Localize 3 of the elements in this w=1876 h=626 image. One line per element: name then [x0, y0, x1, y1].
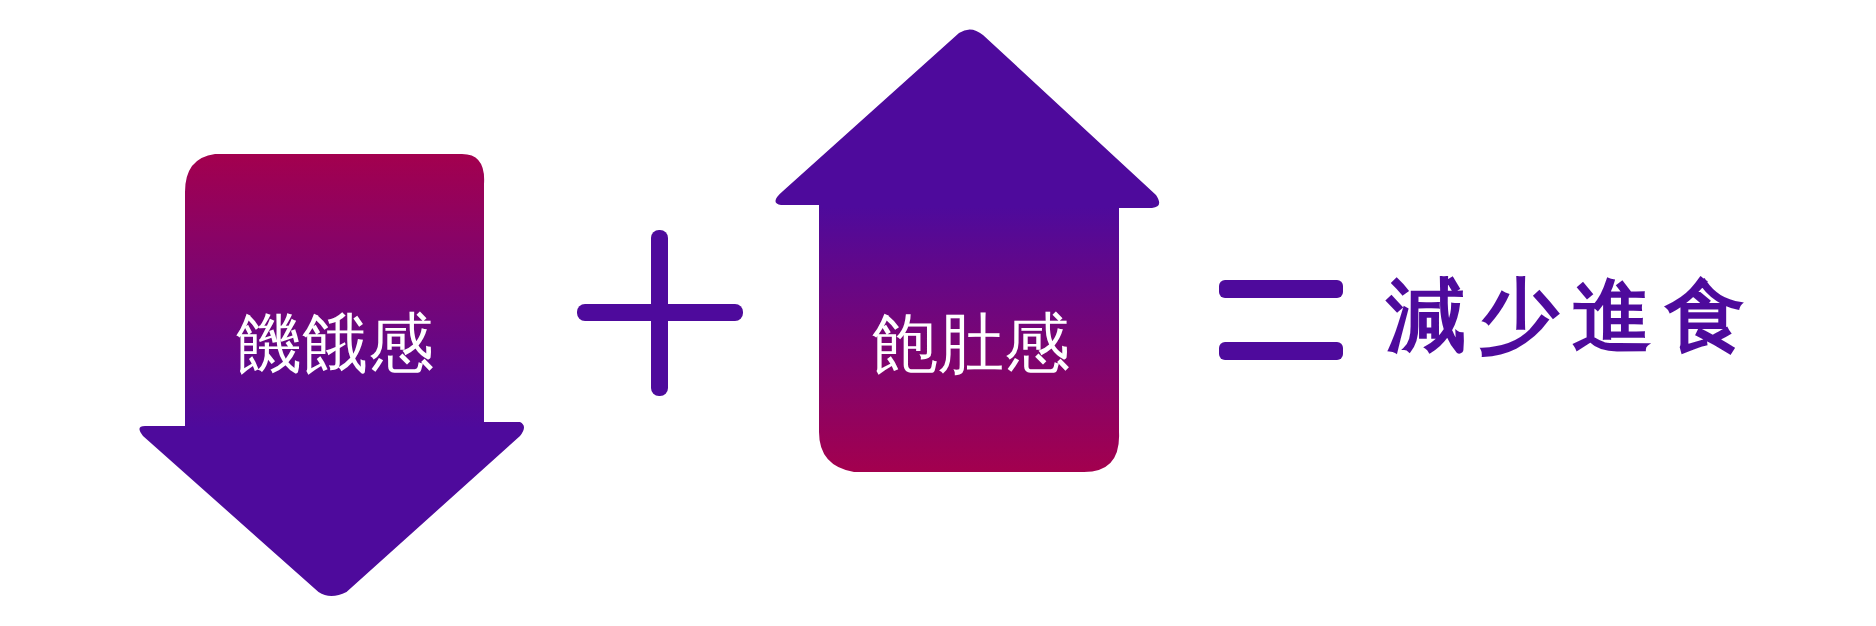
arrow-label: 饑餓感 — [236, 311, 434, 377]
arrow-label: 飽肚感 — [872, 311, 1070, 377]
result-text: 減少進食 — [1386, 276, 1758, 356]
